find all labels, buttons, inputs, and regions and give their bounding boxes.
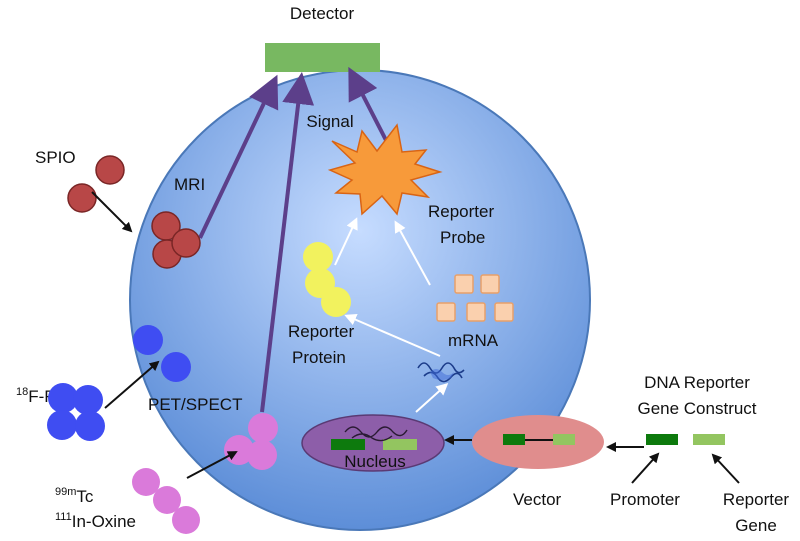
vector bbox=[472, 415, 604, 469]
nucleus-to-mrna-arrow bbox=[415, 382, 449, 413]
protein-to-probe-arrow bbox=[334, 217, 358, 266]
spio-cluster-inside bbox=[151, 211, 201, 269]
promoter-pointer-arrow bbox=[631, 452, 660, 484]
reporter-gene-pointer-arrow bbox=[711, 453, 740, 484]
mri-label: MRI bbox=[174, 175, 205, 194]
squiggle-fill bbox=[430, 369, 454, 380]
reporter-protein-label-2: Protein bbox=[292, 348, 346, 367]
reporter-protein-cluster bbox=[303, 242, 351, 317]
reporter-gene-label-1: Reporter bbox=[723, 490, 789, 509]
fdg-entry-arrow bbox=[104, 360, 160, 409]
nucleus-chromatin bbox=[344, 426, 408, 442]
mrna-to-probe-arrow bbox=[394, 220, 431, 286]
tc-particles-outside bbox=[132, 468, 200, 534]
vector-label: Vector bbox=[513, 490, 562, 509]
nucleus-reporter-gene-segment bbox=[383, 439, 417, 450]
fdg-particles-outside bbox=[47, 383, 105, 441]
reporter-gene-label-2: Gene bbox=[735, 516, 777, 535]
reporter-probe-label-2: Probe bbox=[440, 228, 485, 247]
nucleus-label: Nucleus bbox=[344, 452, 405, 471]
pet-spect-label: PET/SPECT bbox=[148, 395, 242, 414]
mrna-to-protein-arrow bbox=[344, 314, 441, 357]
spio-label: SPIO bbox=[35, 148, 76, 167]
vector-reporter-gene-segment bbox=[553, 434, 575, 445]
spio-entry-arrow bbox=[91, 191, 133, 233]
reporter-probe-starburst bbox=[327, 123, 443, 216]
detector bbox=[265, 43, 380, 72]
dna-construct-label-1: DNA Reporter bbox=[644, 373, 750, 392]
mri-signal-arrow bbox=[198, 74, 279, 239]
reporter-probe-label-1: Reporter bbox=[428, 202, 494, 221]
detector-label: Detector bbox=[290, 4, 355, 23]
promoter-label: Promoter bbox=[610, 490, 680, 509]
mrna-label: mRNA bbox=[448, 331, 499, 350]
probe-signal-arrow bbox=[348, 66, 392, 149]
construct-promoter bbox=[646, 434, 678, 445]
signal-label: Signal bbox=[306, 112, 353, 131]
vector-promoter-segment bbox=[503, 434, 525, 445]
pet-signal-arrow bbox=[260, 72, 315, 413]
fdg-particles-inside bbox=[133, 325, 191, 382]
in-oxine-label: 111In-Oxine bbox=[55, 511, 136, 531]
nucleus-promoter-segment bbox=[331, 439, 365, 450]
construct-reporter-gene bbox=[693, 434, 725, 445]
mrna-squares bbox=[436, 274, 514, 322]
dna-construct-label-2: Gene Construct bbox=[637, 399, 756, 418]
tc-entry-arrow bbox=[186, 451, 238, 479]
tc-label: 99mTc bbox=[55, 486, 94, 506]
spio-particles-outside bbox=[67, 155, 125, 213]
reporter-protein-label-1: Reporter bbox=[288, 322, 354, 341]
